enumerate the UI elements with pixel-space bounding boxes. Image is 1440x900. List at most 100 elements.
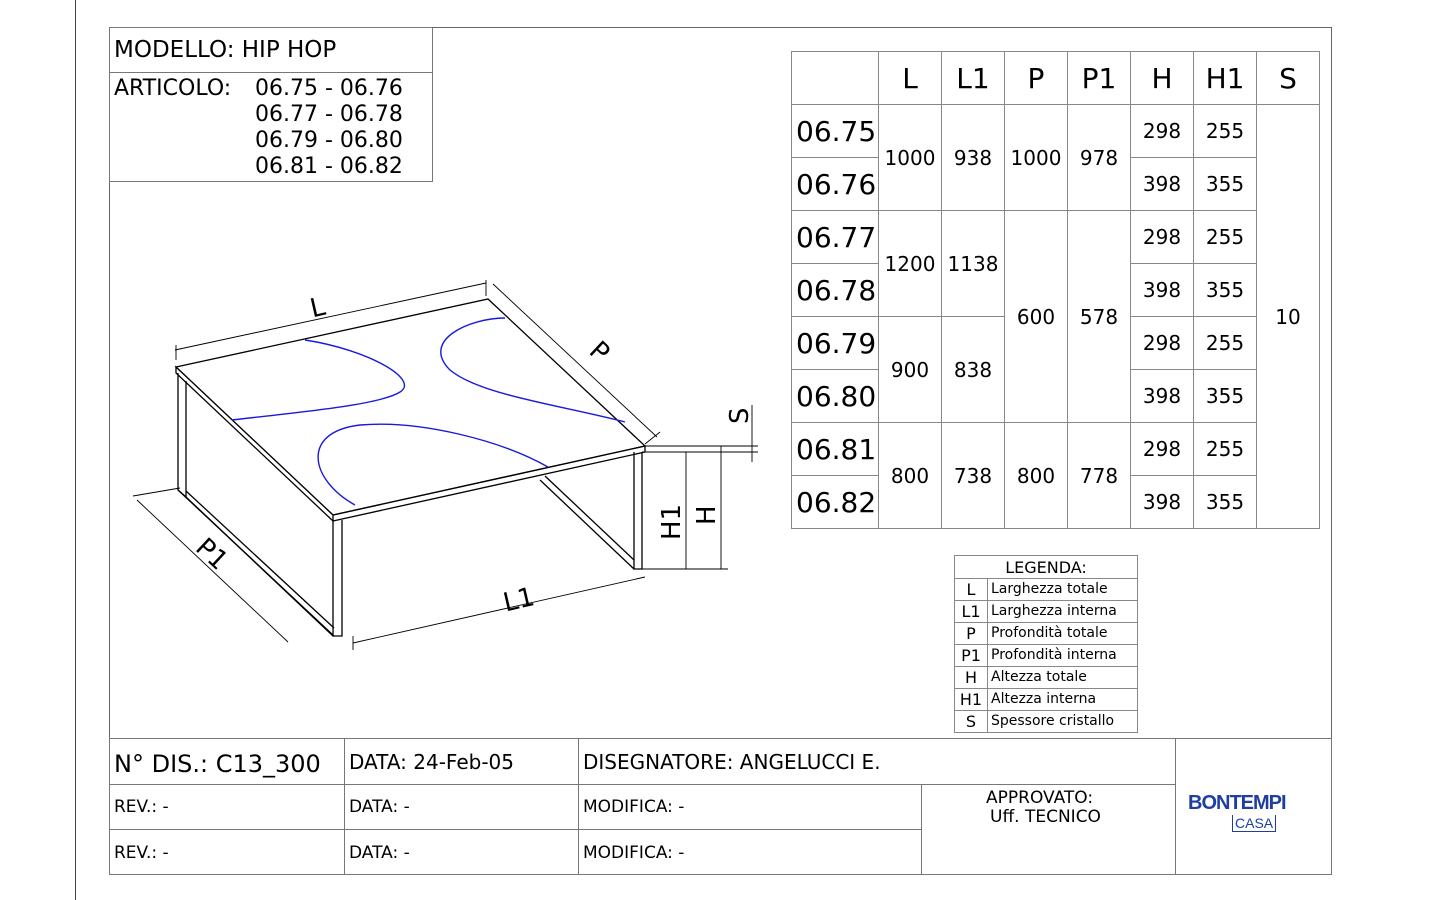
cell-P1: 778 <box>1067 422 1131 529</box>
table-row: 06.77 1200 1138 600 578 298 255 <box>791 210 1320 423</box>
table-row: 06.79 900 838 298 255 <box>791 316 1320 423</box>
title-block-col-line-1 <box>344 738 345 875</box>
cell-P: 600 <box>1004 210 1068 423</box>
title-block <box>109 738 1332 875</box>
dimensions-table: L L1 P P1 H H1 S 06.75 1000 938 1000 978… <box>791 51 1320 529</box>
col-header-S: S <box>1256 51 1320 105</box>
pattern-curve-2 <box>440 317 626 423</box>
cell-P1: 978 <box>1067 104 1131 211</box>
legend-symbol: H1 <box>954 688 988 711</box>
cell-L1: 838 <box>941 316 1005 423</box>
table-row: 06.75 1000 938 1000 978 298 255 10 <box>791 104 1320 529</box>
revision-1-change: MODIFICA: - <box>583 797 685 817</box>
cell-L1: 1138 <box>941 210 1005 317</box>
cell-P1: 578 <box>1067 210 1131 423</box>
cell-L: 1000 <box>878 104 942 211</box>
table-row: 06.78 398 355 <box>791 263 1320 317</box>
cell-H1: 355 <box>1193 475 1257 529</box>
cell-H1: 355 <box>1193 369 1257 423</box>
cell-H1: 255 <box>1193 210 1257 264</box>
dim-label-L: L <box>307 292 328 325</box>
legend-description: Profondità totale <box>987 622 1138 645</box>
cell-H1: 355 <box>1193 263 1257 317</box>
article-code: 06.76 <box>791 157 879 211</box>
article-line-3: 06.79 - 06.80 <box>255 128 403 153</box>
table-row: 06.80 398 355 <box>791 369 1320 423</box>
cell-H: 398 <box>1130 263 1194 317</box>
approved-by: Uff. TECNICO <box>990 807 1101 827</box>
frame-left-bottom-inner <box>185 490 335 629</box>
cell-L: 1200 <box>878 210 942 317</box>
legend-symbol: H <box>954 666 988 689</box>
legend-description: Altezza interna <box>987 688 1138 711</box>
cell-H: 398 <box>1130 157 1194 211</box>
logo-subtitle: CASA <box>1232 815 1277 832</box>
cell-H1: 355 <box>1193 157 1257 211</box>
dim-label-H1: H1 <box>657 504 687 540</box>
revision-1-date: DATA: - <box>349 797 410 817</box>
cell-L: 800 <box>878 422 942 529</box>
pattern-curve-1 <box>231 339 406 421</box>
title-block-col-line-3 <box>921 784 922 875</box>
article-line-1: 06.75 - 06.76 <box>255 76 403 101</box>
cell-H: 298 <box>1130 104 1194 158</box>
legend-symbol: S <box>954 710 988 733</box>
col-header-H1: H1 <box>1193 51 1257 105</box>
dim-label-H: H <box>692 505 722 525</box>
title-block-row-line-3 <box>921 784 1175 785</box>
legend-description: Larghezza interna <box>987 600 1138 623</box>
frame-right-bottom-inner <box>544 475 635 561</box>
revision-1: REV.: - <box>114 797 169 817</box>
cell-H1: 255 <box>1193 316 1257 370</box>
table-row: 06.76 398 355 <box>791 157 1320 211</box>
article-code: 06.79 <box>791 316 879 370</box>
cell-H1: 255 <box>1193 104 1257 158</box>
bontempi-logo: BONTEMPI CASA <box>1188 780 1328 834</box>
dim-label-L1: L1 <box>501 582 538 618</box>
cell-H: 398 <box>1130 475 1194 529</box>
col-header-L: L <box>878 51 942 105</box>
cell-L: 900 <box>878 316 942 423</box>
glass-top-outline <box>174 298 647 516</box>
dim-label-S: S <box>725 407 755 424</box>
cell-H1: 255 <box>1193 422 1257 476</box>
col-header-H: H <box>1130 51 1194 105</box>
logo-wordmark: BONTEMPI <box>1188 792 1287 814</box>
article-code: 06.80 <box>791 369 879 423</box>
glass-top-front-edge <box>332 445 646 522</box>
cell-S: 10 <box>1256 104 1320 529</box>
legend-description: Profondità interna <box>987 644 1138 667</box>
header-box <box>109 27 433 182</box>
article-label: ARTICOLO: <box>114 76 232 101</box>
table-row: 06.81 800 738 800 778 298 255 <box>791 422 1320 529</box>
article-code: 06.82 <box>791 475 879 529</box>
cell-H: 398 <box>1130 369 1194 423</box>
designer: DISEGNATORE: ANGELUCCI E. <box>583 750 881 774</box>
table-row: 06.82 398 355 <box>791 475 1320 529</box>
article-code: 06.75 <box>791 104 879 158</box>
left-margin-line <box>75 0 76 900</box>
col-header-P1: P1 <box>1067 51 1131 105</box>
cell-L1: 938 <box>941 104 1005 211</box>
table-header-row: L L1 P P1 H H1 S <box>791 51 1320 105</box>
approved-label: APPROVATO: <box>986 788 1094 808</box>
legend-symbol: P1 <box>954 644 988 667</box>
revision-2-date: DATA: - <box>349 843 410 863</box>
legend-symbol: L1 <box>954 600 988 623</box>
article-line-2: 06.77 - 06.78 <box>255 102 403 127</box>
revision-2-change: MODIFICA: - <box>583 843 685 863</box>
frame-right-leg <box>633 452 643 570</box>
legend-description: Spessore cristallo <box>987 710 1138 733</box>
legend-description: Altezza totale <box>987 666 1138 689</box>
frame-front-leg <box>332 520 343 637</box>
table-isometric-drawing: L P S H1 H P1 L1 <box>132 280 758 650</box>
drawing-date: DATA: 24-Feb-05 <box>349 750 515 774</box>
cell-P: 1000 <box>1004 104 1068 211</box>
title-block-row-line-1 <box>109 784 921 785</box>
